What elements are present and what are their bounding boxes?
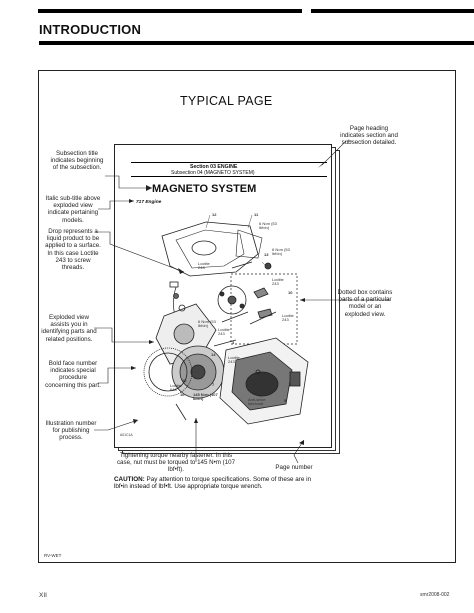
caution-text: Pay attention to torque specifications. … — [114, 476, 312, 491]
header-bar-gap — [302, 9, 311, 13]
callout-illustration-number: Illustration number for publishing proce… — [45, 420, 97, 442]
sample-section-heading: Section 03 ENGINE — [190, 164, 238, 170]
part-number-10: 10 — [288, 290, 293, 295]
callout-tightening-torque: Tightening torque nearby fastener. In th… — [116, 452, 236, 474]
part-number-5: 5 — [284, 398, 287, 403]
figure-footer-code: RV-WET — [44, 553, 62, 558]
part-number-16: 16 — [180, 392, 185, 397]
document-code: smr2008-002 — [420, 592, 450, 598]
loctite-label-right: Loctite 243 — [228, 355, 240, 365]
part-number-3: 3 — [232, 340, 235, 345]
callout-drop: Drop represents a liquid product to be a… — [45, 228, 101, 272]
callout-bold-number: Bold face number indicates special proce… — [45, 360, 101, 389]
loctite-label-top: Loctite 243 — [198, 261, 210, 271]
sample-subsection-heading: Subsection 04 (MAGNETO SYSTEM) — [171, 170, 255, 176]
callout-subsection-title: Subsection title indicates beginning of … — [50, 150, 104, 172]
part-number-12: 12 — [212, 212, 217, 217]
part-number-7: 7 — [212, 382, 215, 387]
part-number-11: 11 — [254, 212, 259, 217]
loctite-label-648: Loctite 648 — [170, 383, 182, 393]
torque-label-upper-right: 6 N•m (53 lbf•in) — [272, 247, 290, 257]
anti-seize-label: Anti-seize lubricant — [248, 397, 266, 407]
callout-page-number: Page number — [275, 464, 313, 471]
sample-engine-subtitle: 717 Engine — [136, 200, 162, 205]
loctite-label-box: Loctite 243 — [272, 277, 284, 287]
torque-label-top: 6 N•m (53 lbf•in) — [259, 221, 277, 231]
callout-dotted-box: Dotted box contains parts of a particula… — [337, 289, 393, 318]
loctite-label-middle: Loctite 243 — [218, 327, 230, 337]
page-header-title: INTRODUCTION — [39, 22, 142, 37]
caution-note: CAUTION: Pay attention to torque specifi… — [114, 476, 314, 491]
torque-label-middle: 6 N•m (53 lbf•in) — [198, 319, 216, 329]
callout-italic-subtitle: Italic sub-title above exploded view ind… — [45, 195, 101, 224]
sample-subsection-title: MAGNETO SYSTEM — [152, 183, 257, 195]
part-number-15: 15 — [182, 378, 187, 383]
part-number-13: 13 — [264, 252, 269, 257]
caution-label: CAUTION: — [114, 476, 145, 483]
header-rule — [39, 41, 474, 45]
illustration-reference: A01C1A — [120, 433, 133, 437]
part-number-14: 14 — [211, 352, 216, 357]
figure-frame — [38, 70, 456, 563]
callout-exploded-view: Exploded view assists you in identifying… — [41, 314, 97, 343]
page-number: XII — [39, 592, 47, 599]
callout-page-heading: Page heading indicates section and subse… — [340, 125, 398, 147]
sample-page-heading-rule — [131, 176, 327, 177]
torque-label-bottom: 145 N•m (107 lbf•ft) — [193, 392, 218, 402]
sample-page-top-rule — [131, 162, 327, 163]
loctite-label-box-lower: Loctite 243 — [282, 313, 294, 323]
figure-title: TYPICAL PAGE — [180, 94, 273, 108]
header-top-bar — [38, 9, 474, 13]
